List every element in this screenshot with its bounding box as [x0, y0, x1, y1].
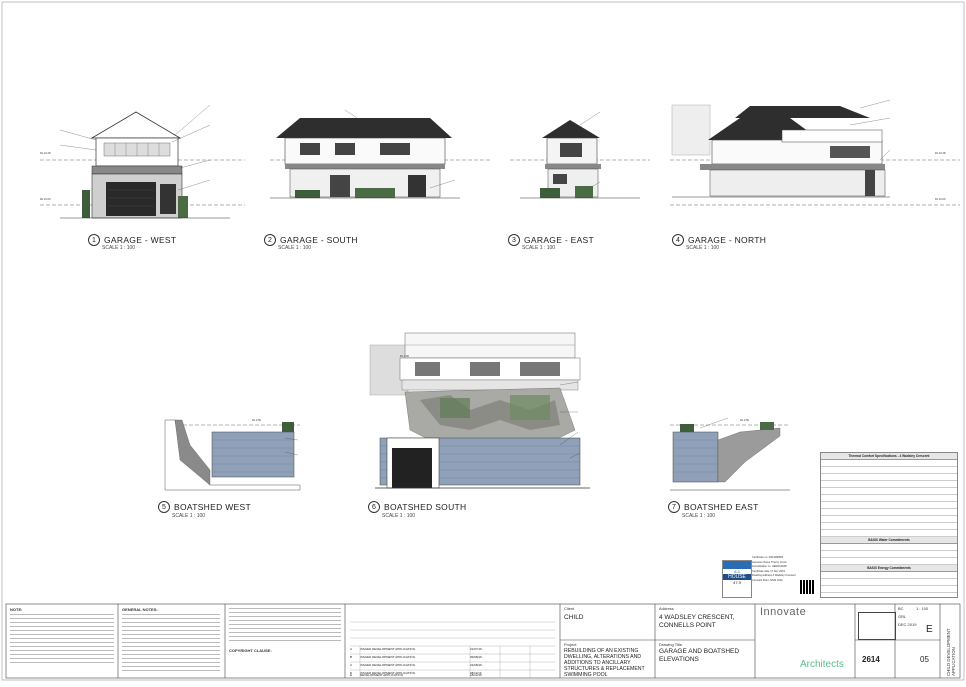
- client-name: CHILD: [564, 614, 584, 621]
- general-notes-label: GENERAL NOTES:: [122, 607, 158, 612]
- firm-logo: Innovate: [760, 606, 807, 618]
- spec-title: Thermal Comfort Specifications - 4 Wadsl…: [821, 453, 957, 460]
- scale-text: SCALE 1 : 100: [278, 245, 312, 251]
- spec-water-title: BASIX Water Commitments: [821, 537, 957, 544]
- notes-text-lines: [10, 614, 114, 664]
- level-tag: RL 2.50: [740, 419, 749, 422]
- view-label-boatshed-west: 5 BOATSHED WEST: [158, 501, 251, 513]
- side-label: CHILD DEVELOPMENT APPLICATION: [946, 628, 956, 677]
- level-tag: RL 10.00: [40, 198, 51, 201]
- copyright-label: COPYRIGHT CLAUSE:: [229, 648, 272, 653]
- scale-text: SCALE 1 : 100: [102, 245, 136, 251]
- view-label-garage-west: 1 GARAGE - WEST: [88, 234, 176, 246]
- address-text: 4 WADSLEY CRESCENT, CONNELLS POINT: [659, 614, 735, 629]
- scale-text: SCALE 1 : 100: [686, 245, 720, 251]
- address-label: Address: [659, 606, 674, 611]
- garage-south-elevation: [270, 118, 490, 199]
- level-tag: RL 2.50: [400, 355, 409, 358]
- garage-east-elevation: [510, 120, 650, 199]
- scale-text: SCALE 1 : 100: [172, 513, 206, 519]
- notes-label: NOTE:: [10, 607, 23, 612]
- view-label-garage-north: 4 GARAGE - NORTH: [672, 234, 766, 246]
- basix-badge: 6.4 HOUSE 47.9: [722, 560, 752, 598]
- view-label-boatshed-east: 7 BOATSHED EAST: [668, 501, 759, 513]
- boatshed-east-elevation: [670, 422, 790, 491]
- scale-text: SCALE 1 : 100: [522, 245, 556, 251]
- drawing-scale: 1 : 100: [916, 606, 929, 611]
- job-number: 2614: [862, 655, 880, 664]
- checked-by: GRL: [898, 614, 907, 619]
- drawing-title: GARAGE AND BOATSHED ELEVATIONS: [659, 648, 740, 663]
- garage-north-elevation: [670, 104, 960, 206]
- legal-notes-lines: [229, 608, 341, 644]
- general-notes-lines: [122, 614, 220, 674]
- scale-text: SCALE 1 : 100: [382, 513, 416, 519]
- thermal-spec-table: Thermal Comfort Specifications - 4 Wadsl…: [820, 452, 958, 598]
- firm-subtitle: Architects: [800, 659, 844, 670]
- basix-details: Certificate no. 0004468684 Assessor Name…: [752, 556, 796, 582]
- qr-code-icon: [800, 580, 814, 594]
- project-name: REBUILDING OF AN EXISTING DWELLING, ALTE…: [564, 648, 645, 678]
- drawing-number: 05: [920, 655, 929, 664]
- project-label: Project: [564, 642, 577, 647]
- view-label-garage-south: 2 GARAGE - SOUTH: [264, 234, 358, 246]
- firm-monogram-icon: [858, 612, 896, 640]
- boatshed-south-elevation: [369, 332, 590, 489]
- issue-date: DEC 2019: [898, 622, 917, 627]
- revision-letter: E: [926, 624, 933, 635]
- spec-energy-title: BASIX Energy Commitments: [821, 565, 957, 572]
- drawn-by: BC: [898, 606, 904, 611]
- drawing-label: Drawing Title: [659, 642, 683, 647]
- client-label: Client: [564, 606, 575, 611]
- level-tag: RL 16.28: [935, 152, 946, 155]
- view-label-boatshed-south: 6 BOATSHED SOUTH: [368, 501, 466, 513]
- level-tag: RL 10.00: [935, 198, 946, 201]
- scale-text: SCALE 1 : 100: [682, 513, 716, 519]
- level-tag: RL 2.50: [252, 419, 261, 422]
- view-label-garage-east: 3 GARAGE - EAST: [508, 234, 594, 246]
- level-tag: RL 16.28: [40, 152, 51, 155]
- garage-west-elevation: [40, 111, 245, 219]
- boatshed-west-elevation: [164, 419, 301, 491]
